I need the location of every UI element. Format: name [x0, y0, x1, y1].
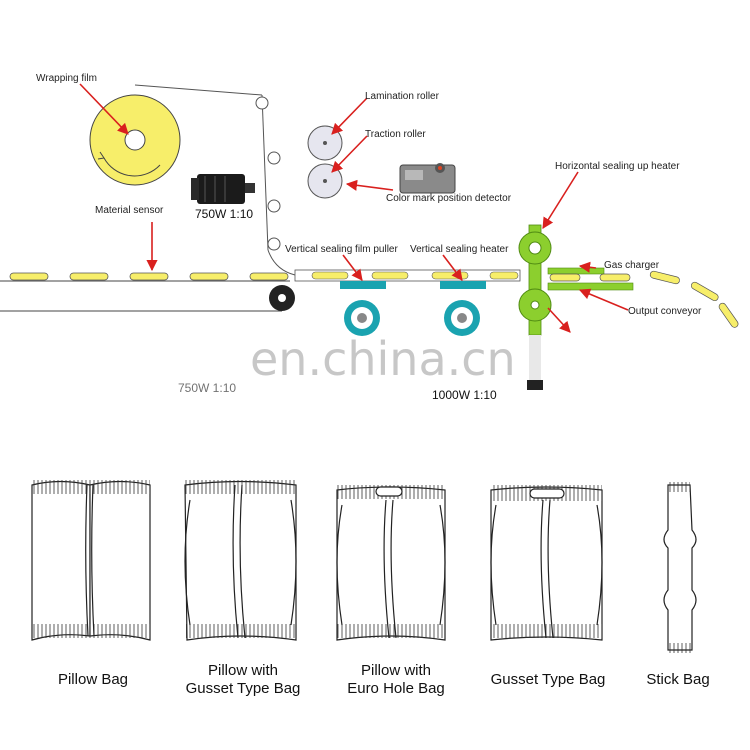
caption-stick-bag: Stick Bag — [646, 671, 709, 688]
label-traction-roller: Traction roller — [365, 129, 426, 140]
vertical-sealing-heater — [440, 281, 486, 336]
label-wrapping-film: Wrapping film — [36, 73, 97, 84]
products-input — [9, 272, 289, 281]
stick-bag-illustration — [663, 482, 697, 653]
caption-euro-hole-bag: Euro Hole Bag — [347, 680, 445, 697]
idler-rollers — [255, 96, 281, 251]
euro-hole-bag-illustration — [336, 485, 446, 641]
caption-pillow-with-1: Pillow with — [208, 662, 278, 679]
lamination-roller — [307, 125, 343, 161]
input-conveyor — [0, 280, 295, 312]
watermark: en.china.cn — [250, 332, 516, 386]
color-mark-detector — [399, 163, 456, 194]
output-products — [549, 270, 739, 328]
label-vertical-sealing-heater: Vertical sealing heater — [410, 244, 509, 255]
label-vertical-film-puller: Vertical sealing film puller — [285, 244, 398, 255]
motor-750w — [191, 174, 255, 204]
callout-arrows — [79, 83, 629, 333]
vertical-film-puller — [340, 281, 386, 336]
traction-roller — [307, 163, 343, 199]
label-motor-750w-bottom: 750W 1:10 — [178, 381, 236, 395]
label-output-conveyor: Output conveyor — [628, 306, 702, 317]
label-gas-charger: Gas charger — [604, 260, 660, 271]
label-motor-750w: 750W 1:10 — [195, 207, 253, 221]
caption-gusset-type-bag-2: Gusset Type Bag — [491, 671, 606, 688]
caption-gusset-type-bag-1: Gusset Type Bag — [186, 680, 301, 697]
film-path — [134, 84, 296, 276]
pillow-bag-illustration — [31, 480, 151, 641]
label-color-mark-detector: Color mark position detector — [386, 193, 512, 204]
film-tube — [294, 269, 521, 282]
gusset-bag-illustration — [490, 485, 603, 641]
gas-charger — [547, 267, 605, 275]
horizontal-sealing-heater — [518, 224, 552, 390]
pillow-gusset-bag-illustration — [184, 480, 297, 641]
caption-pillow-with-2: Pillow with — [361, 662, 431, 679]
label-horizontal-sealing-heater: Horizontal sealing up heater — [555, 161, 680, 172]
output-conveyor — [547, 282, 634, 291]
label-lamination-roller: Lamination roller — [365, 91, 440, 102]
label-motor-1000w: 1000W 1:10 — [432, 388, 497, 402]
caption-pillow-bag: Pillow Bag — [58, 671, 128, 688]
label-material-sensor: Material sensor — [95, 205, 164, 216]
